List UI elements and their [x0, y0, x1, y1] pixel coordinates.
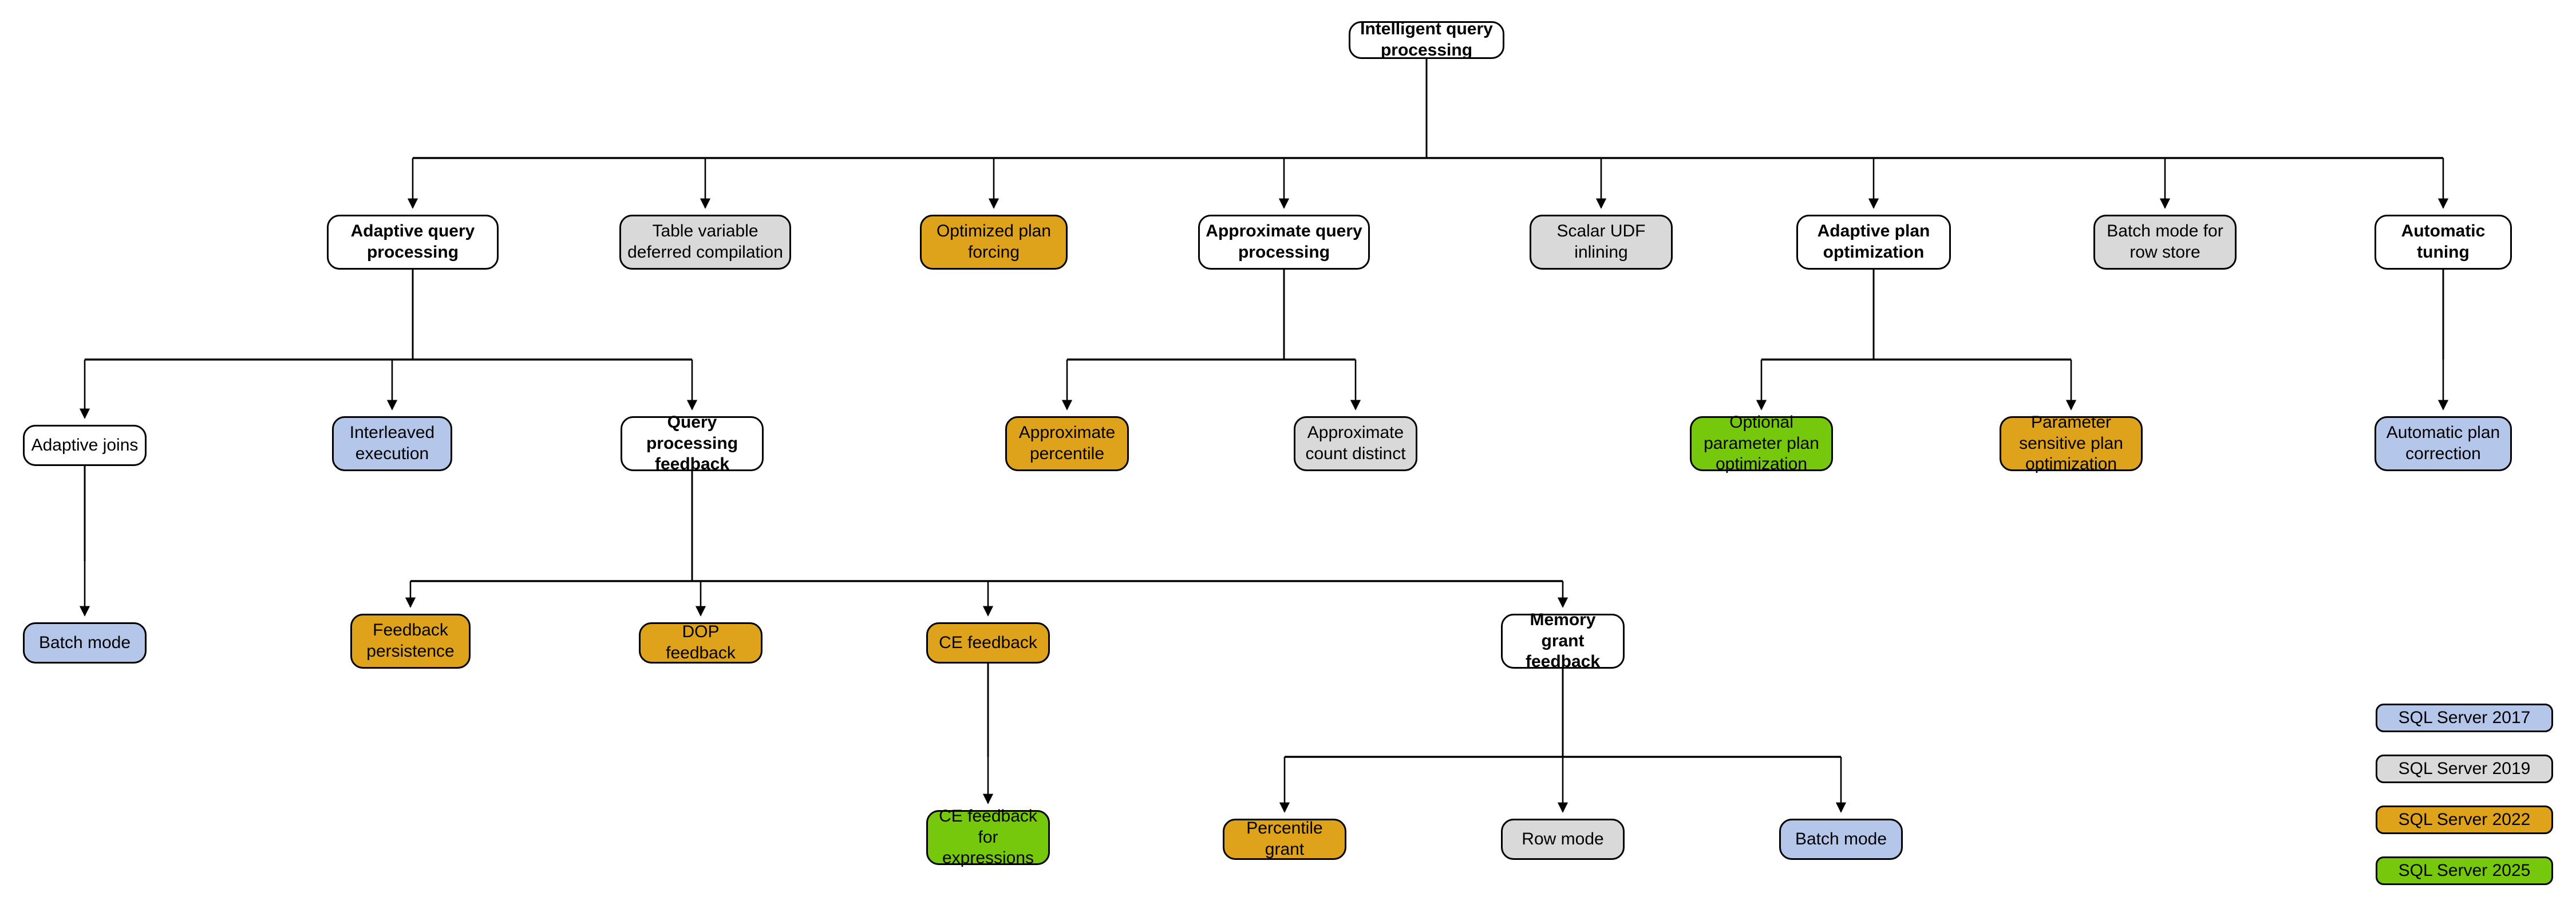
node-label: Approximate count distinct	[1305, 423, 1406, 463]
legend-item-0: SQL Server 2017	[2376, 704, 2553, 732]
node-fbpersist[interactable]: Feedback persistence	[350, 614, 471, 669]
node-label: Optimized plan forcing	[936, 222, 1052, 262]
legend-label: SQL Server 2025	[2398, 861, 2531, 880]
node-pctgrant[interactable]: Percentile grant	[1223, 819, 1346, 860]
node-label: Scalar UDF inlining	[1556, 222, 1646, 262]
node-label: Adaptive plan optimization	[1817, 222, 1930, 262]
node-approxpct[interactable]: Approximate percentile	[1005, 416, 1129, 471]
node-cefbexpr[interactable]: CE feedback for expressions	[926, 807, 1050, 867]
node-label: Percentile grant	[1246, 819, 1323, 859]
node-label: Feedback persistence	[366, 621, 455, 661]
node-label: Interleaved execution	[349, 423, 435, 463]
node-label: Query processing feedback	[646, 413, 738, 474]
legend-item-1: SQL Server 2019	[2376, 755, 2553, 783]
node-apo[interactable]: Adaptive plan optimization	[1796, 215, 1951, 270]
node-label: Memory grant feedback	[1525, 610, 1601, 672]
node-batchmode2[interactable]: Batch mode	[1779, 819, 1903, 860]
node-label: Intelligent query processing	[1360, 19, 1493, 60]
node-aqp[interactable]: Adaptive query processing	[327, 215, 499, 270]
node-label: Approximate query processing	[1206, 222, 1362, 262]
node-label: Automatic plan correction	[2386, 423, 2500, 463]
node-approxcount[interactable]: Approximate count distinct	[1294, 416, 1417, 471]
node-adaptivejoins[interactable]: Adaptive joins	[23, 425, 147, 466]
node-apc[interactable]: Automatic plan correction	[2374, 416, 2512, 471]
node-qpfeedback[interactable]: Query processing feedback	[621, 413, 764, 473]
node-opf[interactable]: Optimized plan forcing	[920, 215, 1068, 270]
legend-label: SQL Server 2017	[2398, 708, 2531, 727]
node-label: DOP feedback	[666, 622, 736, 662]
legend-label: SQL Server 2022	[2398, 810, 2531, 829]
node-label: Batch mode for row store	[2107, 222, 2223, 262]
node-pspo[interactable]: Parameter sensitive plan optimization	[2000, 413, 2143, 473]
node-label: Automatic tuning	[2401, 222, 2486, 262]
node-label: Batch mode	[1795, 829, 1887, 848]
node-autotune[interactable]: Automatic tuning	[2374, 215, 2512, 270]
node-label: Parameter sensitive plan optimization	[2019, 413, 2123, 474]
node-label: Row mode	[1522, 829, 1604, 848]
node-bmrs[interactable]: Batch mode for row store	[2093, 215, 2237, 270]
node-root[interactable]: Intelligent query processing	[1349, 19, 1504, 60]
node-label: Optional parameter plan optimization	[1704, 413, 1819, 474]
node-label: Table variable deferred compilation	[627, 222, 783, 262]
node-interleaved[interactable]: Interleaved execution	[332, 416, 452, 471]
node-label: Adaptive joins	[31, 435, 139, 455]
node-label: Batch mode	[38, 633, 131, 652]
node-rowmode[interactable]: Row mode	[1501, 819, 1625, 860]
legend-item-2: SQL Server 2022	[2376, 806, 2553, 834]
node-cefb[interactable]: CE feedback	[926, 622, 1050, 664]
node-mgfb[interactable]: Memory grant feedback	[1501, 610, 1625, 671]
node-label: Adaptive query processing	[350, 222, 475, 262]
node-label: CE feedback	[939, 633, 1037, 652]
node-label: Approximate percentile	[1018, 423, 1116, 463]
node-oppo[interactable]: Optional parameter plan optimization	[1690, 413, 1833, 473]
node-approxqp[interactable]: Approximate query processing	[1198, 215, 1370, 270]
legend-item-3: SQL Server 2025	[2376, 856, 2553, 885]
node-batchmode1[interactable]: Batch mode	[23, 622, 147, 664]
node-udf[interactable]: Scalar UDF inlining	[1530, 215, 1673, 270]
legend-label: SQL Server 2019	[2398, 759, 2531, 778]
node-tvdc[interactable]: Table variable deferred compilation	[619, 215, 791, 270]
node-dopfb[interactable]: DOP feedback	[639, 622, 762, 664]
node-label: CE feedback for expressions	[939, 807, 1037, 868]
